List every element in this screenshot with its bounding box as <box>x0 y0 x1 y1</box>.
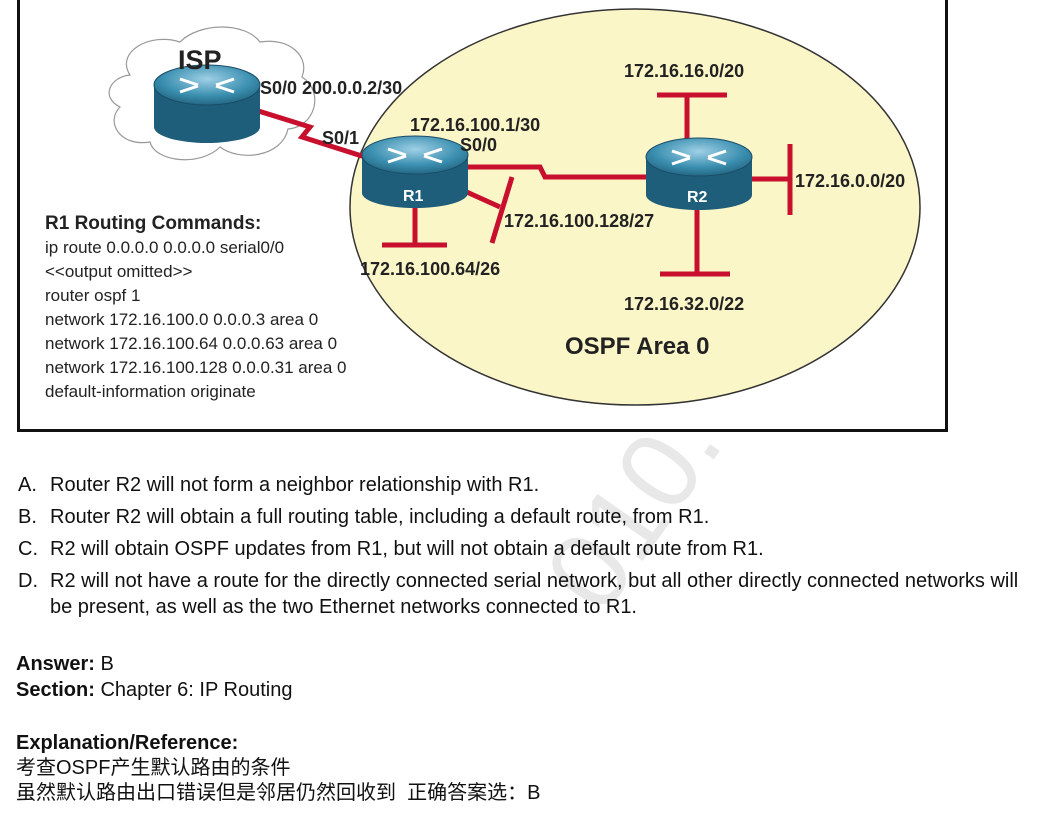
option-letter: D. <box>18 570 38 592</box>
explanation-label: Explanation/Reference: <box>16 732 239 754</box>
explanation-section: Explanation/Reference: 考查OSPF产生默认路由的条件 虽… <box>16 731 540 806</box>
command-line: ip route 0.0.0.0 0.0.0.0 serial0/0 <box>45 238 284 257</box>
option-a[interactable]: A. Router R2 will not form a neighbor re… <box>18 472 1038 498</box>
net-right-label: 172.16.0.0/20 <box>795 171 905 191</box>
option-letter: A. <box>18 474 37 496</box>
net-r1-64-label: 172.16.100.64/26 <box>360 259 500 279</box>
net-top-label: 172.16.16.0/20 <box>624 61 744 81</box>
r1-lan-128-bar <box>489 176 515 244</box>
r1-router-icon <box>361 135 469 208</box>
option-c[interactable]: C. R2 will obtain OSPF updates from R1, … <box>18 536 1038 562</box>
option-b[interactable]: B. Router R2 will obtain a full routing … <box>18 504 1038 530</box>
net-r1-128-label: 172.16.100.128/27 <box>504 211 654 231</box>
option-text: Router R2 will not form a neighbor relat… <box>50 474 540 496</box>
isp-s00-label: S0/0 200.0.0.2/30 <box>260 78 402 98</box>
command-line: network 172.16.100.64 0.0.0.63 area 0 <box>45 334 337 353</box>
r1-s00-label: S0/0 <box>460 135 497 155</box>
option-text: Router R2 will obtain a full routing tab… <box>50 506 710 528</box>
section-line: Section: Chapter 6: IP Routing <box>16 677 292 703</box>
r2-name-label: R2 <box>687 189 708 206</box>
network-diagram-figure: ISP S0/0 200.0.0.2/30 S0/1 172.16.100.1/… <box>17 0 948 432</box>
section-value: Chapter 6: IP Routing <box>100 679 293 701</box>
ospf-area-ellipse <box>349 8 921 406</box>
isp-r1-serial-link <box>251 106 366 160</box>
isp-router-icon <box>153 64 261 143</box>
option-letter: C. <box>18 538 38 560</box>
commands-title: R1 Routing Commands: <box>45 213 261 234</box>
section-label: Section: <box>16 679 95 701</box>
net-bottom-label: 172.16.32.0/22 <box>624 294 744 314</box>
r2-router-icon <box>645 137 753 210</box>
option-text: R2 will not have a route for the directl… <box>50 570 1019 618</box>
answer-options: A. Router R2 will not form a neighbor re… <box>18 472 1038 626</box>
isp-label: ISP <box>178 45 222 75</box>
r1-serial-ip-label: 172.16.100.1/30 <box>410 115 540 135</box>
r1-s01-label: S0/1 <box>322 128 359 148</box>
command-line: <<output omitted>> <box>45 262 193 281</box>
network-diagram: ISP S0/0 200.0.0.2/30 S0/1 172.16.100.1/… <box>45 8 921 406</box>
answer-label: Answer: <box>16 653 95 675</box>
explanation-line: 考查OSPF产生默认路由的条件 <box>16 757 291 779</box>
r1-name-label: R1 <box>403 188 424 205</box>
option-d[interactable]: D. R2 will not have a route for the dire… <box>18 568 1038 620</box>
option-text: R2 will obtain OSPF updates from R1, but… <box>50 538 764 560</box>
ospf-area-label: OSPF Area 0 <box>565 333 710 360</box>
explanation-line: 虽然默认路由出口错误但是邻居仍然回收到 正确答案选：B <box>16 782 541 804</box>
command-line: network 172.16.100.128 0.0.0.31 area 0 <box>45 358 347 377</box>
option-letter: B. <box>18 506 37 528</box>
command-line: network 172.16.100.0 0.0.0.3 area 0 <box>45 310 318 329</box>
answer-value: B <box>100 653 114 675</box>
answer-section: Answer: B Section: Chapter 6: IP Routing <box>16 651 292 703</box>
answer-line: Answer: B <box>16 651 292 677</box>
r1-r2-serial-link <box>460 164 650 180</box>
command-line: router ospf 1 <box>45 286 140 305</box>
command-line: default-information originate <box>45 382 256 401</box>
